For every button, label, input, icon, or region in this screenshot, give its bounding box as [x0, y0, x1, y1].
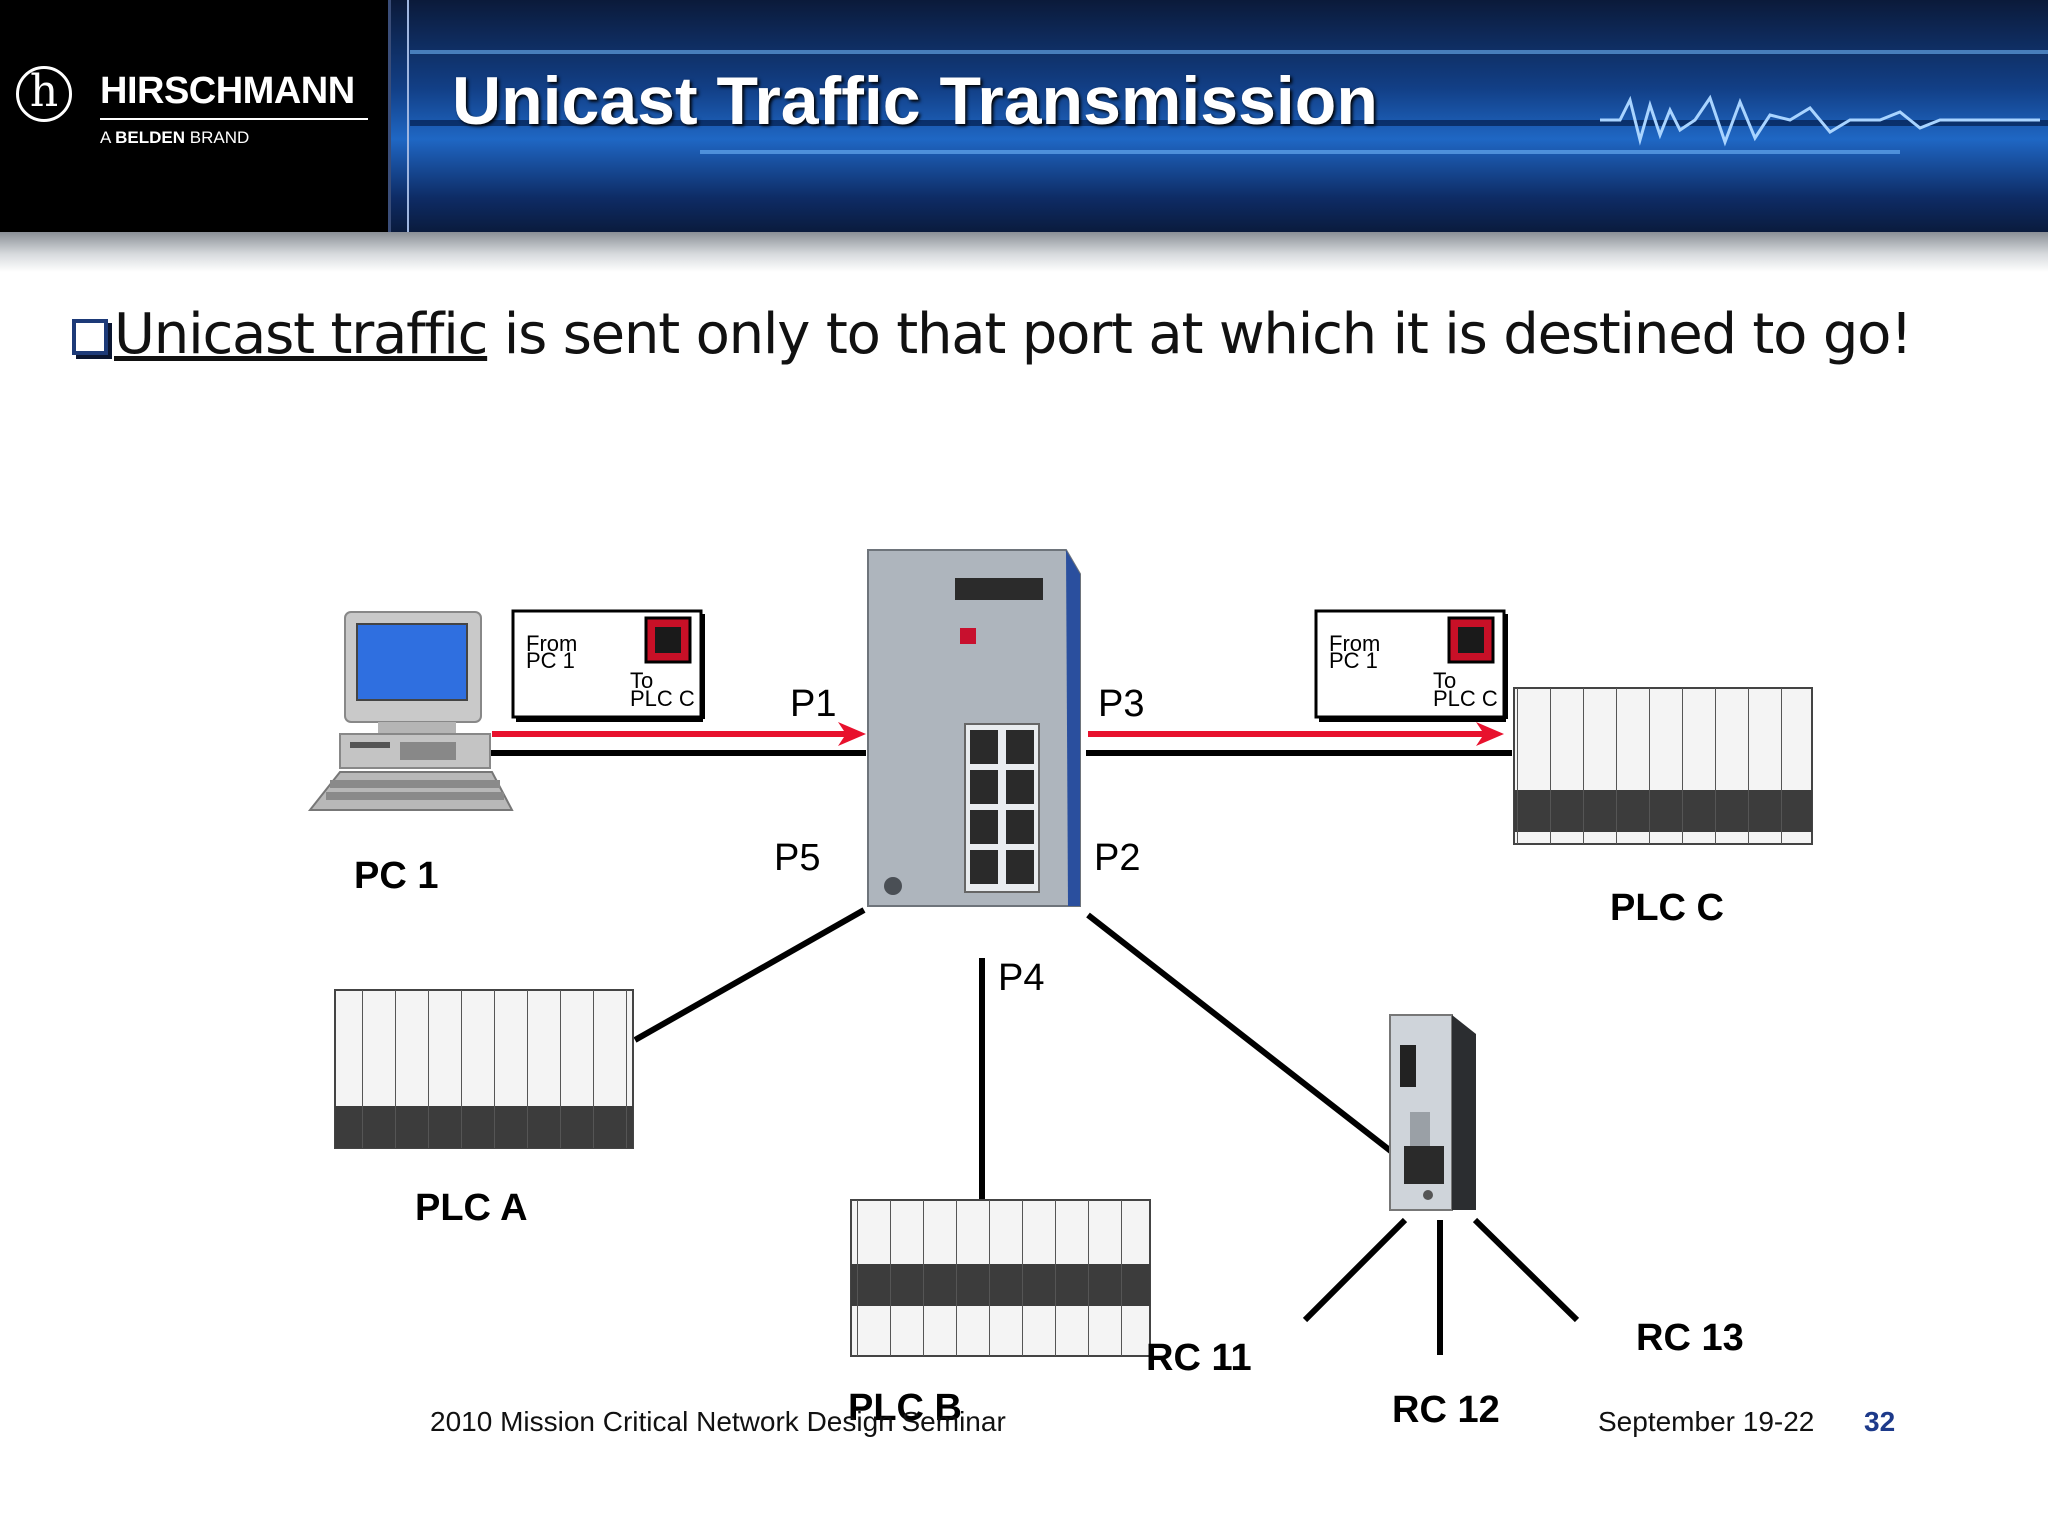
plc-icon — [850, 1199, 1151, 1357]
rc11-label: RC 11 — [1146, 1337, 1252, 1379]
sub-brand: A BELDEN BRAND — [100, 128, 249, 148]
packet-to-label: To — [1433, 668, 1456, 693]
sub-brand-suffix: BRAND — [189, 128, 250, 147]
page-number: 32 — [1864, 1406, 1896, 1437]
banner-divider — [388, 0, 391, 232]
hirschmann-logo-icon: h — [16, 66, 72, 122]
footer-date: September 19-22 — [1598, 1406, 1815, 1437]
rc13-label: RC 13 — [1636, 1317, 1744, 1359]
banner-streak — [410, 120, 2048, 126]
traffic-arrowhead — [838, 722, 866, 746]
packet-envelope-right: From PC 1 To PLC C — [1314, 609, 1508, 722]
brand-rule — [100, 118, 368, 120]
checkbox-bullet-icon — [72, 319, 108, 355]
packet-from-label: From — [1329, 631, 1380, 656]
bullet-point: Unicast traffic is sent only to that por… — [72, 302, 1913, 367]
port-p2-label: P2 — [1094, 837, 1140, 879]
traffic-arrowhead — [1476, 722, 1504, 746]
pc1-label: PC 1 — [354, 855, 438, 897]
plc-a-label: PLC A — [415, 1187, 528, 1229]
link-rc13 — [1472, 1217, 1580, 1323]
brand-name: HIRSCHMANN — [100, 70, 355, 112]
bullet-text: is sent only to that port at which it is… — [487, 302, 1913, 367]
banner-streak — [410, 50, 2048, 54]
packet-envelope-left: From PC 1 To PLC C — [511, 609, 705, 722]
header-shadow — [0, 232, 2048, 272]
sub-brand-bold: BELDEN — [115, 128, 186, 147]
banner-divider — [407, 0, 409, 232]
port-p3-label: P3 — [1098, 683, 1144, 725]
packet-to-value: PLC C — [1433, 686, 1498, 711]
plc-c-label: PLC C — [1610, 887, 1724, 929]
link-rc11 — [1302, 1217, 1408, 1323]
footer-seminar: 2010 Mission Critical Network Design Sem… — [430, 1406, 1006, 1437]
port-p1-label: P1 — [790, 683, 836, 725]
banner-streak — [700, 150, 1900, 154]
rc12-label: RC 12 — [1392, 1389, 1500, 1431]
plc-icon — [334, 989, 634, 1149]
slide-title: Unicast Traffic Transmission — [452, 63, 1378, 139]
packet-to-value: PLC C — [630, 686, 695, 711]
packet-to-label: To — [630, 668, 653, 693]
packet-from-label: From — [526, 631, 577, 656]
port-p5-label: P5 — [774, 837, 820, 879]
rail-switch-icon — [1389, 1014, 1476, 1211]
packet-from-value: PC 1 — [526, 648, 575, 673]
waveform-graphic — [1600, 94, 2040, 147]
bullet-underlined-term: Unicast traffic — [114, 302, 488, 367]
logo-panel: h HIRSCHMANN A BELDEN BRAND — [0, 0, 388, 232]
link-p5-plca — [633, 907, 866, 1043]
ethernet-switch-icon — [867, 549, 1081, 907]
plc-icon — [1513, 687, 1813, 845]
pc-icon — [307, 611, 514, 811]
sub-brand-prefix: A — [100, 128, 111, 147]
packet-from-value: PC 1 — [1329, 648, 1378, 673]
plc-b-label: PLC B — [848, 1387, 962, 1429]
port-p4-label: P4 — [998, 957, 1044, 999]
link-p2-rc — [1086, 912, 1394, 1155]
